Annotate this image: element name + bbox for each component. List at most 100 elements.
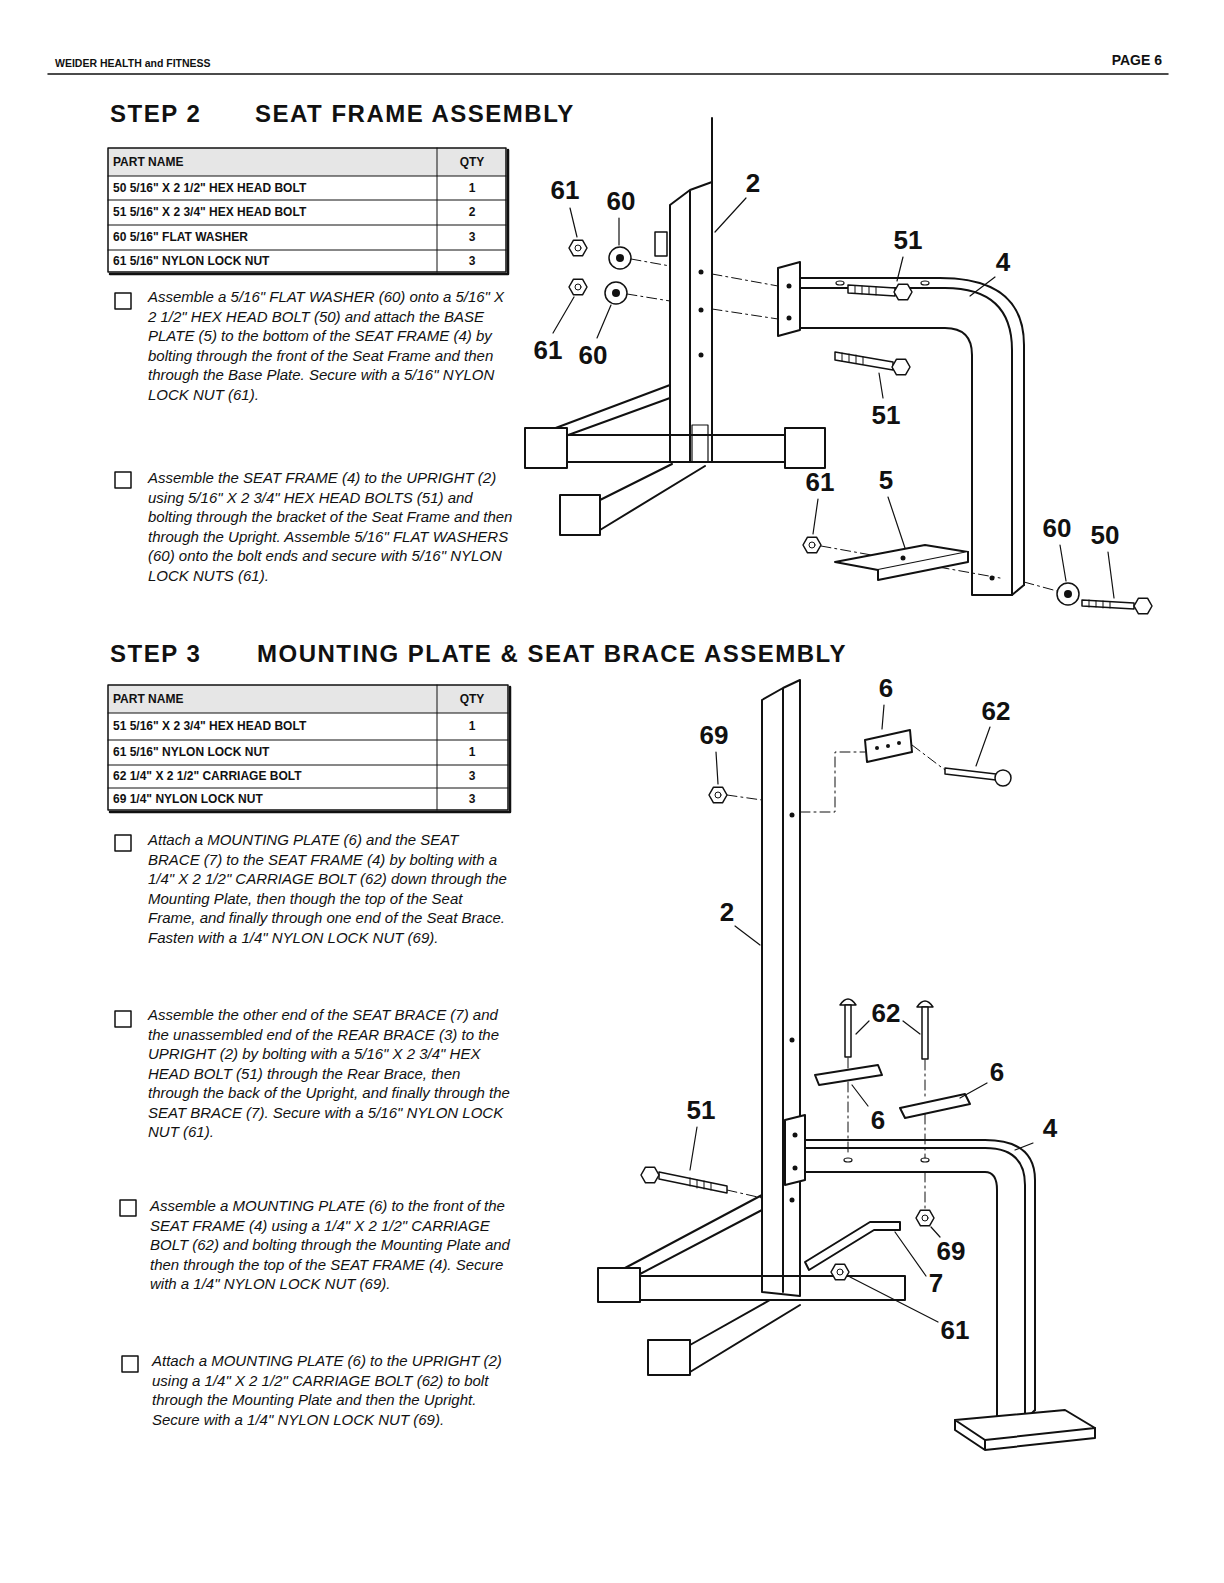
end-cap — [525, 428, 567, 468]
upright-tab — [692, 425, 708, 462]
bolt-thread — [1089, 600, 1110, 608]
bolt-head — [892, 359, 910, 375]
checkbox — [115, 472, 131, 488]
page-header: WEIDER HEALTH and FITNESS — [55, 57, 211, 69]
table-border — [108, 148, 506, 272]
quantity: 3 — [437, 250, 507, 272]
nut-bore — [715, 792, 721, 798]
callout-number: 51 — [687, 1097, 716, 1123]
seat-frame — [805, 1140, 1035, 1410]
table-header: PART NAME — [113, 685, 183, 713]
table-rules — [108, 148, 506, 272]
callout-number: 6 — [871, 1107, 885, 1133]
base-tube — [640, 1276, 905, 1300]
leader-line — [931, 1227, 940, 1237]
hole — [836, 281, 844, 285]
base-plate — [955, 1410, 1095, 1440]
end-cap — [648, 1340, 690, 1375]
upright-bracket — [655, 232, 667, 256]
callout-number: 2 — [720, 899, 734, 925]
upright — [670, 118, 712, 462]
nylon-lock-nut — [803, 537, 821, 553]
quantity: 1 — [437, 713, 507, 740]
end-cap — [560, 495, 600, 535]
leader-line — [715, 198, 746, 232]
callout-number: 61 — [806, 469, 835, 495]
assembly-line — [821, 546, 1057, 591]
nut-bore — [809, 542, 815, 548]
callout-number: 4 — [996, 249, 1010, 275]
table-header: QTY — [437, 685, 507, 713]
hole — [886, 744, 890, 748]
frame-bracket — [785, 1115, 805, 1185]
hole — [790, 1198, 795, 1203]
instruction-text: Assemble the other end of the SEAT BRACE… — [148, 1005, 514, 1142]
carriage-bolt — [945, 768, 996, 780]
step-title: MOUNTING PLATE & SEAT BRACE ASSEMBLY — [257, 640, 847, 668]
rear-brace — [625, 1195, 762, 1274]
nut-bore — [837, 1269, 843, 1275]
nylon-lock-nut — [709, 787, 727, 803]
hole — [990, 576, 995, 581]
callout-number: 69 — [937, 1238, 966, 1264]
seat-frame — [805, 1172, 1035, 1420]
quantity: 1 — [437, 740, 507, 765]
bolt-head — [995, 770, 1011, 786]
quantity: 3 — [437, 788, 507, 810]
part-name: 51 5/16" X 2 3/4" HEX HEAD BOLT — [113, 713, 306, 740]
quantity: 3 — [437, 765, 507, 788]
table-header-fill — [108, 685, 508, 713]
leader-line — [895, 1232, 926, 1276]
base-tube — [600, 464, 705, 530]
seat-frame — [805, 1148, 1025, 1420]
checkbox — [122, 1356, 138, 1372]
leader-line — [716, 752, 718, 784]
leader-line — [960, 1083, 987, 1098]
seat-frame — [800, 328, 1024, 595]
washer-hole — [1064, 590, 1072, 598]
washer-hole — [612, 289, 620, 297]
leader-line — [1108, 552, 1114, 598]
hole — [787, 316, 792, 321]
assembly-line — [727, 745, 945, 812]
base-plate-lip — [878, 552, 968, 580]
callout-number: 6 — [879, 675, 893, 701]
mounting-plate — [865, 730, 912, 762]
hex-bolt — [1082, 600, 1134, 609]
nylon-lock-nut — [569, 240, 587, 256]
callout-number: 5 — [879, 467, 893, 493]
callout-number: 7 — [929, 1270, 943, 1296]
table-header: QTY — [437, 148, 507, 176]
callout-number: 60 — [579, 342, 608, 368]
leader-line — [597, 305, 611, 338]
part-name: 62 1/4" X 2 1/2" CARRIAGE BOLT — [113, 765, 302, 788]
end-cap — [598, 1268, 640, 1302]
part-name: 69 1/4" NYLON LOCK NUT — [113, 788, 263, 810]
nylon-lock-nut — [831, 1264, 849, 1280]
leader-line — [570, 208, 577, 237]
hole — [901, 556, 906, 561]
leader-line — [879, 373, 883, 398]
step-number: STEP 3 — [110, 640, 201, 668]
step-title: SEAT FRAME ASSEMBLY — [255, 100, 575, 128]
instruction-text: Assemble a MOUNTING PLATE (6) to the fro… — [150, 1196, 516, 1294]
callout-number: 62 — [872, 1000, 901, 1026]
hole — [790, 813, 795, 818]
carriage-bolt — [845, 1005, 851, 1057]
callout-number: 62 — [982, 698, 1011, 724]
nut-bore — [575, 245, 581, 251]
leader-line — [852, 1085, 868, 1106]
hex-bolt — [835, 352, 893, 370]
instruction-text: Assemble a 5/16" FLAT WASHER (60) onto a… — [148, 287, 514, 404]
flat-washer — [605, 282, 627, 304]
checkbox — [115, 1011, 131, 1027]
bolt-head — [641, 1167, 659, 1183]
leader-line — [813, 499, 818, 534]
part-name: 60 5/16" FLAT WASHER — [113, 225, 248, 250]
instruction-text: Assemble the SEAT FRAME (4) to the UPRIG… — [148, 468, 514, 585]
leader-line — [735, 926, 760, 945]
leader-line — [1060, 545, 1066, 581]
upright — [762, 680, 800, 1296]
leader-line — [856, 1021, 869, 1034]
